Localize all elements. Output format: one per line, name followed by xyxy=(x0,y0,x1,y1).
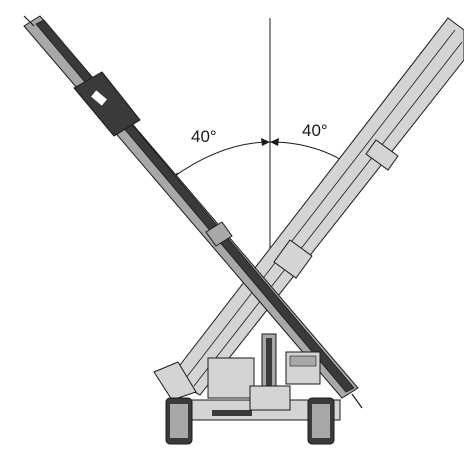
rig-carrier xyxy=(171,333,341,421)
right-angle-label: 40° xyxy=(302,121,328,140)
left-track-tread xyxy=(170,404,188,438)
engine-housing xyxy=(207,357,255,399)
right-mast-rail-2 xyxy=(193,41,463,387)
left-angle-arc xyxy=(171,141,271,179)
left-angle-label: 40° xyxy=(191,127,217,146)
right-mast-base-plate xyxy=(153,361,197,401)
chassis-center-block xyxy=(249,385,291,411)
left-arc-arrow-end xyxy=(261,138,270,146)
chassis-beam xyxy=(212,410,252,416)
right-arc-arrow-start xyxy=(270,138,279,146)
left-tilted-mast xyxy=(23,15,363,409)
right-mast-clamp xyxy=(365,139,399,171)
pump-fins xyxy=(289,355,317,367)
right-track-tread xyxy=(312,404,330,438)
left-mast-hammer-window xyxy=(91,90,107,106)
left-mast-guide xyxy=(205,221,233,247)
right-mast-slide xyxy=(273,239,313,279)
left-mast-bottom-tip xyxy=(351,393,363,409)
left-mast-tip xyxy=(23,15,35,27)
right-track xyxy=(307,397,335,445)
right-tilted-mast xyxy=(153,17,464,401)
left-track xyxy=(165,397,193,445)
cylinder-rod xyxy=(266,338,272,398)
left-mast-hammer xyxy=(73,71,141,137)
right-mast-rail xyxy=(185,29,456,379)
